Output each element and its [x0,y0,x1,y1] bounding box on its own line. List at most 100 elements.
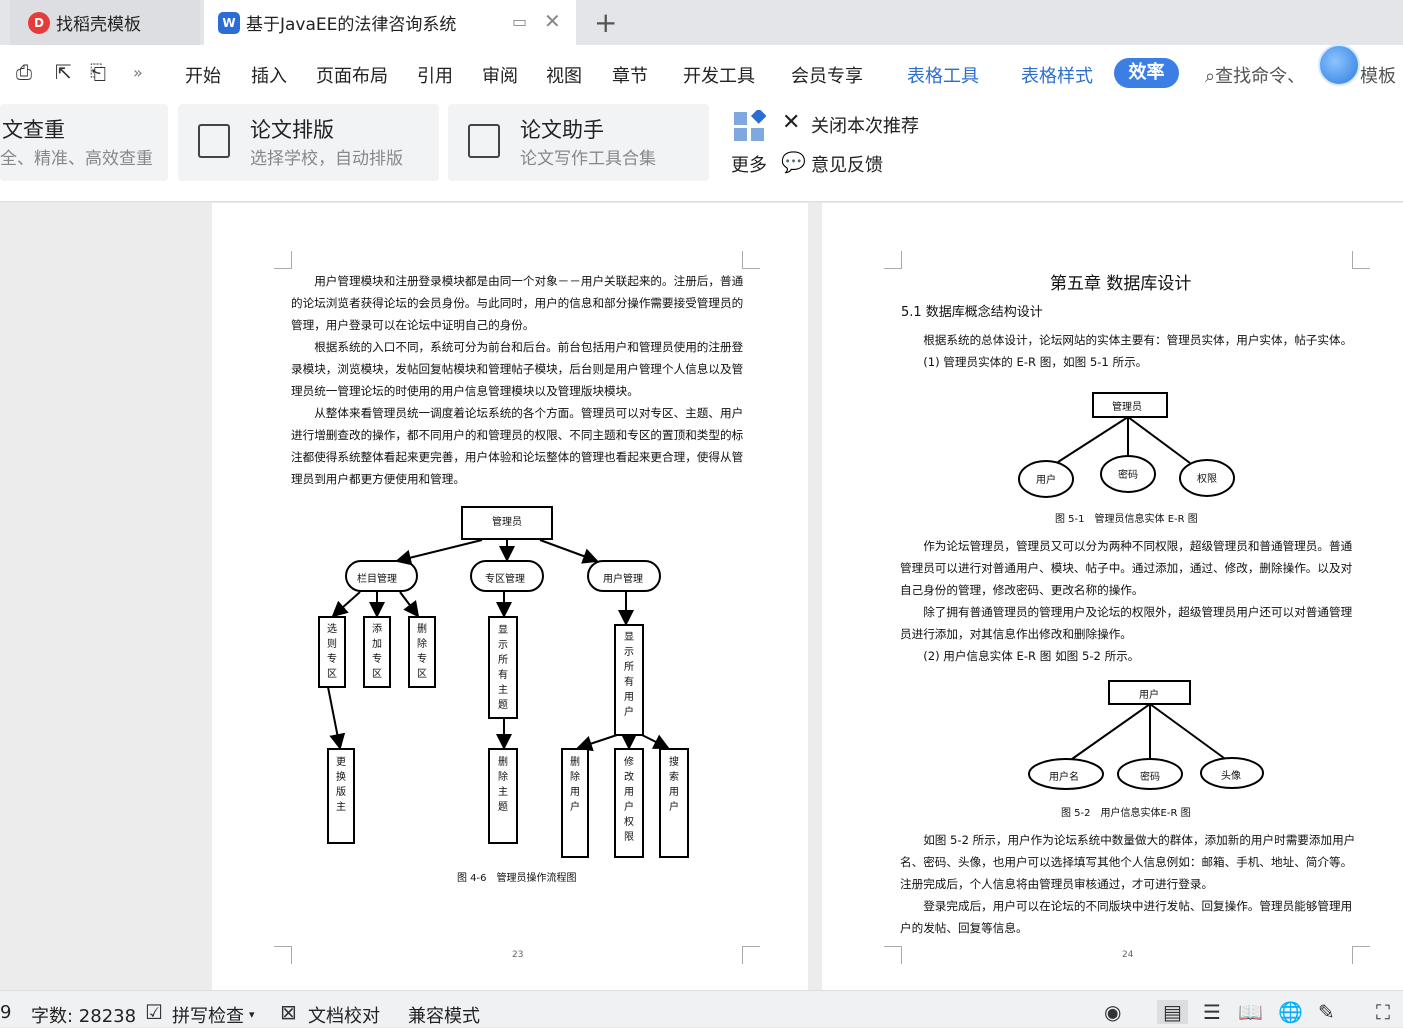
crop-mark [884,946,902,964]
page-number: 23 [512,950,524,960]
page-24: 第五章 数据库设计 5.1 数据库概念结构设计 根据系统的总体设计，论坛网站的实… [822,203,1403,990]
card-subtitle: 全、精准、高效查重 [0,149,153,169]
card-title: 论文助手 [520,118,604,142]
card-subtitle: 论文写作工具合集 [520,149,656,169]
feedback-icon[interactable]: 💬 [781,150,806,174]
menu-member[interactable]: 会员专享 [791,66,863,87]
flow-l1-label: 显示所有用户 [624,632,634,718]
spellcheck-dropdown-icon[interactable]: ▾ [249,1008,255,1021]
er1-attr-label: 用户 [1036,475,1056,486]
flow-mid-label: 栏目管理 [357,574,397,585]
er1-entity-label: 管理员 [1112,402,1142,413]
figure-caption: 图 4-6 管理员操作流程图 [457,873,577,884]
flow-root-box [461,506,553,540]
outline-view-icon[interactable]: ☰ [1203,1000,1221,1024]
menu-reference[interactable]: 引用 [417,66,453,87]
crop-mark [742,946,760,964]
more-chevron-icon[interactable]: » [133,63,143,82]
er2-attr [1028,758,1104,790]
paragraph: 从整体来看管理员统一调度着论坛系统的各个方面。管理员可以对专区、主题、用户进行增… [291,406,744,486]
flow-l1-label: 删除专区 [417,624,427,680]
assistant-icon[interactable] [1318,44,1360,86]
er2-entity-label: 用户 [1139,690,1159,701]
er1-attr [1018,460,1074,498]
search-label: 查找命令、 [1215,66,1306,87]
flow-l1-box [408,616,436,688]
card-paper-format[interactable]: 论文排版 选择学校，自动排版 [178,104,439,181]
paragraph: 如图 5-2 所示，用户作为论坛系统中数量做大的群体，添加新的用户时需要添加用户… [900,833,1356,891]
card-title: 论文排版 [250,118,334,142]
paragraph: 登录完成后，用户可以在论坛的不同版块中进行发帖、回复操作。管理员能够管理用户的发… [900,899,1353,935]
pen-icon[interactable]: ✎ [1318,1000,1335,1024]
spellcheck-button[interactable]: 拼写检查 [172,1006,244,1027]
flow-l2-box [659,748,689,858]
paragraph: (1) 管理员实体的 E-R 图，如图 5-1 所示。 [923,355,1148,369]
word-count[interactable]: 字数: 28238 [31,1006,137,1027]
chapter-title: 第五章 数据库设计 [1050,274,1192,294]
menu-layout[interactable]: 页面布局 [316,66,388,87]
flow-l2-label: 删除用户 [570,757,580,813]
menu-table-tools[interactable]: 表格工具 [907,66,979,87]
crop-mark [742,251,760,269]
print-icon[interactable]: ⎗ [90,60,106,84]
monitor-icon[interactable]: ▭ [512,12,528,31]
web-view-icon[interactable]: 🌐 [1278,1000,1303,1024]
menu-efficiency[interactable]: 效率 [1114,58,1179,88]
crop-mark [274,251,292,269]
figure-caption: 图 5-2 用户信息实体E-R 图 [1061,808,1191,819]
crop-mark [1352,251,1370,269]
page-indicator[interactable]: 9 [0,1002,12,1023]
paragraph: (2) 用户信息实体 E-R 图 如图 5-2 所示。 [923,649,1140,663]
close-icon[interactable]: ✕ [782,110,801,135]
compat-mode[interactable]: 兼容模式 [408,1006,480,1027]
proofread-button[interactable]: 文档校对 [308,1006,380,1027]
menu-table-style[interactable]: 表格样式 [1021,66,1093,87]
new-tab-button[interactable]: + [594,6,618,39]
flow-l2-label: 搜索用户 [669,757,679,813]
menu-insert[interactable]: 插入 [251,66,287,87]
spellcheck-icon: ☑ [145,1000,163,1024]
save-icon[interactable]: ⎙ [16,60,32,84]
eye-protect-icon[interactable]: ◉ [1104,1000,1122,1024]
search-command[interactable]: ⌕查找命令、 [1205,62,1305,88]
er1-attr [1179,459,1235,497]
close-tab-icon[interactable]: ✕ [544,9,561,33]
word-doc-icon: W [218,11,240,34]
card-paper-check[interactable]: 文查重 全、精准、高效查重 [0,104,168,181]
flow-l1-label: 选则专区 [327,624,337,680]
flow-mid-label: 专区管理 [485,574,525,585]
menu-start[interactable]: 开始 [185,66,221,87]
er1-attr-label: 密码 [1118,470,1138,481]
paragraph: 根据系统的入口不同，系统可分为前台和后台。前台包括用户和管理员使用的注册登录模块… [291,340,744,398]
flow-l2-label: 修改用户权限 [624,757,634,843]
menu-chapter[interactable]: 章节 [612,66,648,87]
er1-attr-label: 权限 [1197,474,1217,485]
fullscreen-icon[interactable]: ⛶ [1376,1000,1390,1024]
flow-mid-box [345,560,418,592]
menu-view[interactable]: 视图 [546,66,582,87]
flow-mid-box [587,560,661,592]
export-icon[interactable]: ⇱ [55,60,72,84]
tab-templates[interactable]: D 找稻壳模板 [10,0,200,45]
paragraph: 用户管理模块和注册登录模块都是由同一个对象－－用户关联起来的。注册后，普通的论坛… [291,274,744,332]
templates-label[interactable]: 模板 [1360,66,1396,87]
crop-mark [274,946,292,964]
paragraph: 根据系统的总体设计，论坛网站的实体主要有：管理员实体，用户实体，帖子实体。 [923,333,1353,347]
menu-review[interactable]: 审阅 [482,66,518,87]
page-view-icon[interactable]: ▤ [1157,1000,1188,1024]
menu-devtools[interactable]: 开发工具 [683,66,755,87]
tab-label: 找稻壳模板 [56,15,141,35]
tab-document[interactable]: W 基于JavaEE的法律咨询系统 [204,0,576,45]
er2-attr [1200,757,1264,789]
apps-grid-icon[interactable] [734,108,767,142]
card-paper-assistant[interactable]: 论文助手 论文写作工具合集 [448,104,709,181]
format-icon [198,124,230,158]
crop-mark [1352,946,1370,964]
card-subtitle: 选择学校，自动排版 [250,149,403,169]
close-recommend[interactable]: 关闭本次推荐 [811,116,919,137]
er2-attr-label: 用户名 [1049,772,1079,783]
proofread-icon: ⊠ [280,1000,297,1024]
feedback-link[interactable]: 意见反馈 [811,155,883,176]
read-mode-icon[interactable]: 📖 [1238,1000,1263,1024]
more-label[interactable]: 更多 [731,155,767,176]
